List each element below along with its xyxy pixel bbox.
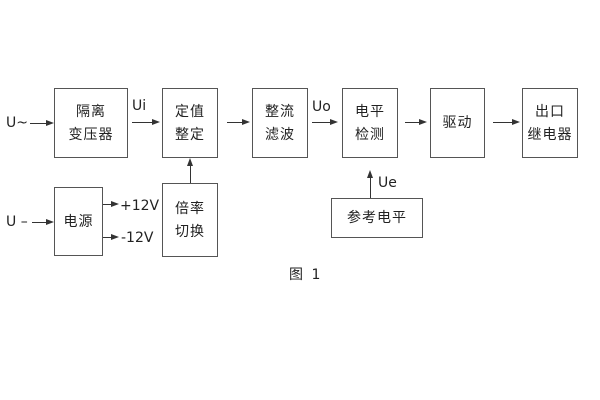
block-output-relay: 出口 继电器 [522,88,578,158]
block-power-supply: 电源 [54,187,103,256]
input-label-dc: U – [6,214,28,230]
block-label: 继电器 [527,126,573,143]
arrow-ac-input [30,120,54,126]
arrow-driver-to-relay [493,119,520,125]
block-label: 参考电平 [347,210,407,226]
block-setpoint-setting: 定值 整定 [162,88,218,158]
input-label-ac: U~ [6,115,28,131]
block-label: 整定 [175,126,205,143]
block-label: 出口 [535,103,565,120]
block-label: 电平 [355,103,385,120]
arrow-plus12v [103,201,119,207]
signal-label-minus12v: -12V [121,230,154,246]
block-driver: 驱动 [430,88,485,158]
block-reference-level: 参考电平 [331,198,423,238]
block-label: 变压器 [68,126,114,143]
block-level-detection: 电平 检测 [342,88,398,158]
block-label: 电源 [63,213,94,230]
block-label: 切换 [175,223,205,240]
signal-label-ui: Ui [132,98,147,114]
block-label: 隔离 [76,103,106,120]
block-label: 滤波 [265,126,295,143]
block-label: 定值 [175,103,205,120]
block-label: 整流 [265,103,295,120]
signal-label-plus12v: +12V [120,198,160,214]
block-ratio-switching: 倍率 切换 [162,183,218,257]
arrow-uo [312,119,338,125]
block-isolation-transformer: 隔离 变压器 [54,88,128,158]
block-rectifier-filter: 整流 滤波 [252,88,308,158]
arrow-dc-input [32,219,54,225]
arrow-ratio-to-setpoint [187,158,193,183]
figure-caption: 图 1 [289,267,323,283]
block-label: 检测 [355,126,385,143]
block-label: 驱动 [442,115,473,131]
signal-label-uo: Uo [312,99,331,115]
arrow-setpoint-to-rectifier [227,119,250,125]
arrow-ui [132,119,160,125]
arrow-ue-reference-to-level [367,170,373,198]
block-label: 倍率 [175,200,205,217]
arrow-level-to-driver [405,119,427,125]
signal-label-ue: Ue [378,175,397,191]
arrow-minus12v [103,234,119,240]
